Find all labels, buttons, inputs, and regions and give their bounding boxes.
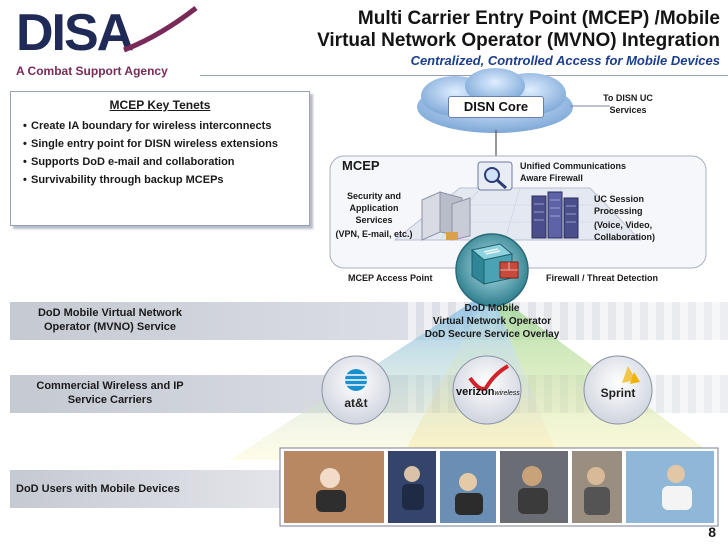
tenet-item: Create IA boundary for wireless intercon… <box>19 120 307 133</box>
tenet-item: Single entry point for DISN wireless ext… <box>19 138 307 151</box>
overlay-label: DoD Mobile Virtual Network Operator DoD … <box>424 303 560 340</box>
carrier-verizon-node <box>452 355 522 425</box>
to-disn-uc-label: To DISN UC Services <box>603 93 653 115</box>
tenet-item: Supports DoD e-mail and collaboration <box>19 156 307 169</box>
key-tenets-list: Create IA boundary for wireless intercon… <box>19 120 307 192</box>
agency-tagline: A Combat Support Agency <box>16 64 168 78</box>
disn-core-node <box>448 96 544 118</box>
att-logo-icon <box>345 369 367 391</box>
users-band: DoD Users with Mobile Devices <box>10 470 280 508</box>
uc-session-label: UC Session Processing (Voice, Video, Col… <box>594 194 655 242</box>
security-servers-icon <box>421 191 471 241</box>
key-tenets-box: MCEP Key Tenets Create IA boundary for w… <box>10 91 310 226</box>
disn-core-label: DISN Core <box>463 99 529 114</box>
mvno-service-label: DoD Mobile Virtual Network Operator (MVN… <box>37 307 183 333</box>
sprint-logo-icon <box>622 366 640 384</box>
mcep-access-point-label: MCEP Access Point <box>348 273 433 283</box>
firewall-threat-label: Firewall / Threat Detection <box>546 273 659 283</box>
mvno-service-band: DoD Mobile Virtual Network Operator (MVN… <box>10 302 728 340</box>
key-tenets-title: MCEP Key Tenets <box>109 98 211 112</box>
sprint-name: Sprint <box>600 386 636 400</box>
users-label: DoD Users with Mobile Devices <box>16 483 180 495</box>
uc-firewall-icon <box>477 161 513 191</box>
user-photos-strip <box>279 447 719 527</box>
att-name: at&t <box>344 396 368 410</box>
verizon-name: verizonwireless <box>456 386 520 398</box>
logo-swoosh-icon <box>123 6 198 53</box>
page-subtitle: Centralized, Controlled Access for Mobil… <box>410 53 720 68</box>
page-title-line1: Multi Carrier Entry Point (MCEP) /Mobile <box>357 8 720 29</box>
verizon-check-icon <box>468 364 510 391</box>
security-services-label: Security and Application Services (VPN, … <box>335 191 413 239</box>
carrier-sprint-node <box>583 355 653 425</box>
page-title-line2: Virtual Network Operator (MVNO) Integrat… <box>317 30 720 51</box>
carriers-label: Commercial Wireless and IP Service Carri… <box>36 380 184 406</box>
uc-servers-icon <box>531 191 579 239</box>
mcep-title: MCEP <box>342 158 380 173</box>
mcep-gateway-icon <box>455 233 529 307</box>
tenet-item: Survivability through backup MCEPs <box>19 174 307 187</box>
page-number: 8 <box>708 524 716 540</box>
header-divider <box>200 75 728 76</box>
uc-firewall-label: Unified Communications Aware Firewall <box>520 161 627 183</box>
disa-logo: DISA <box>16 4 134 62</box>
